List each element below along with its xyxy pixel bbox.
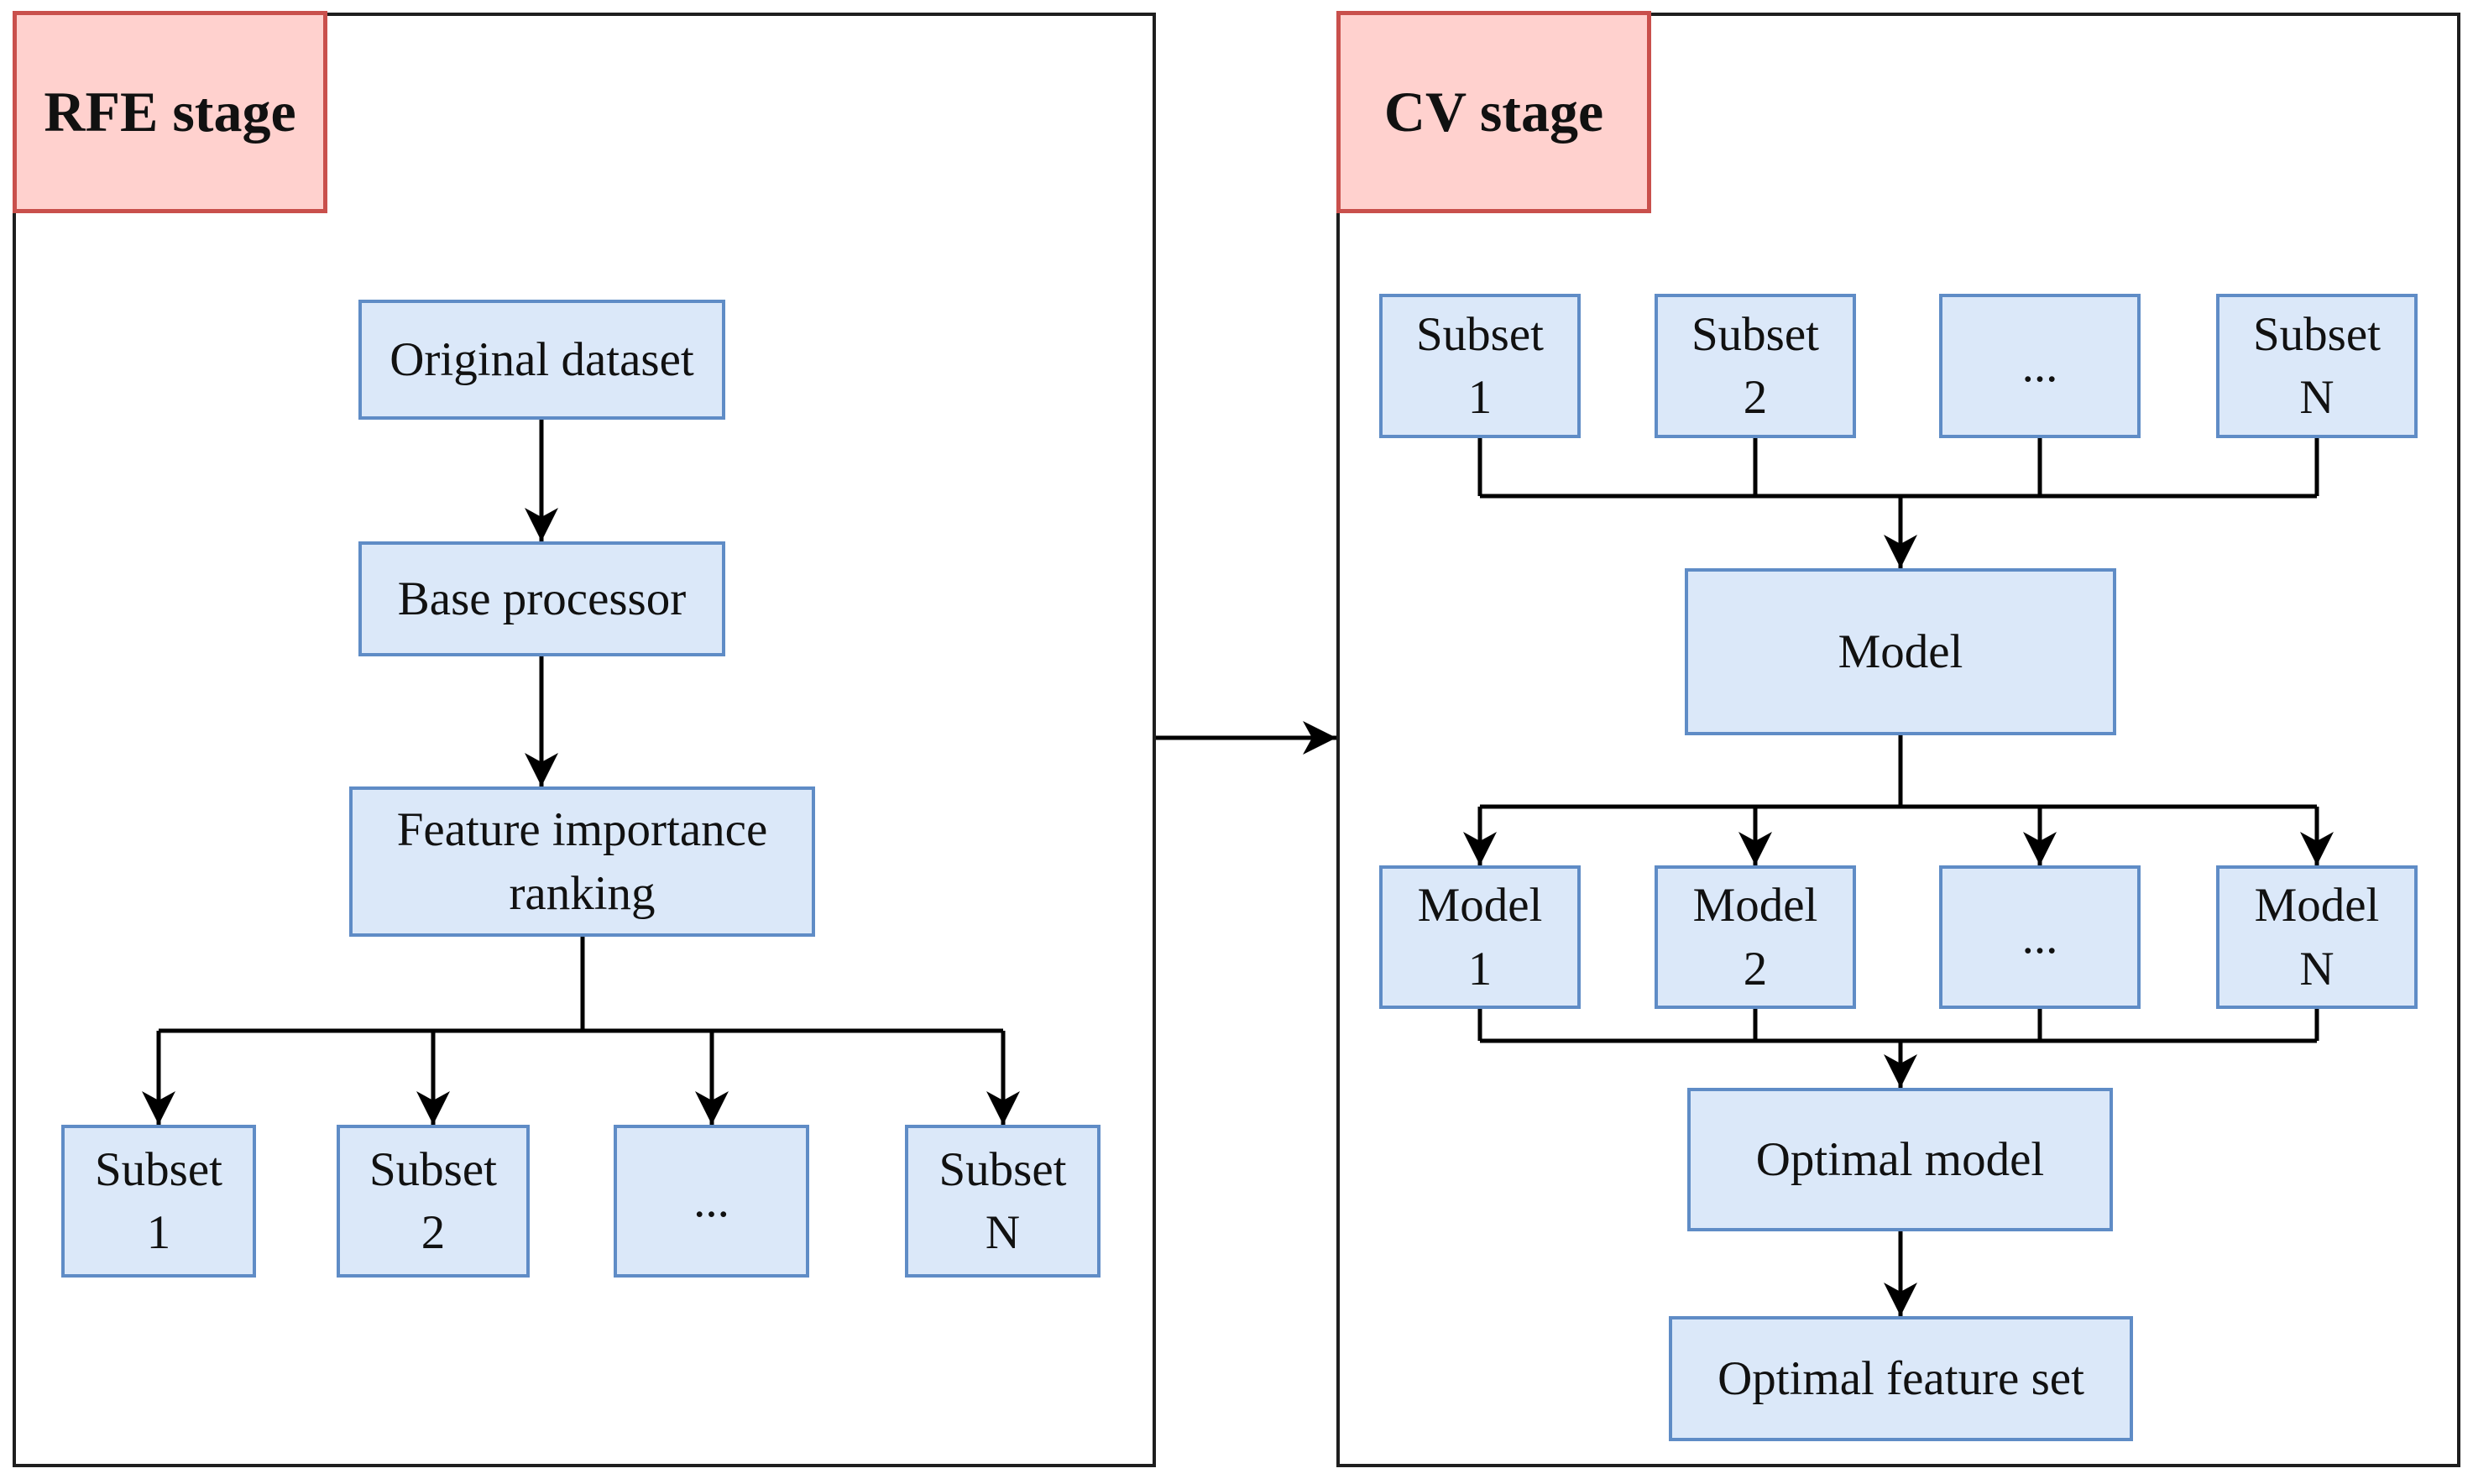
node-label-line2: 2 [1743,371,1768,424]
merge-line-subsets [1477,438,2319,499]
rfe-stage-label-text: RFE stage [44,80,296,144]
node-label-line1: Model [1692,879,1818,933]
node-label-line1: Model [2254,879,2380,933]
node-label: ... [2021,339,2058,393]
node-label-line1: Subset [1415,307,1545,361]
node-base-processor: Base processor [358,541,725,656]
rfe-stage-label: RFE stage [13,11,327,213]
cv-stage-label-text: CV stage [1383,80,1604,144]
node-label: ... [2021,910,2058,964]
node-rfe-subset-1: Subset 1 [61,1125,256,1278]
rfe-panel [13,13,1156,1467]
node-label: Feature importance ranking [396,803,768,920]
node-label-line2: N [2299,371,2334,424]
node-label: Optimal feature set [1718,1351,2084,1405]
node-optimal-model: Optimal model [1687,1088,2113,1231]
node-cv-subset-ellipsis: ... [1939,294,2141,438]
node-cv-subset-2: Subset 2 [1655,294,1856,438]
node-label-line2: 1 [1467,371,1493,424]
node-original-dataset: Original dataset [358,300,725,420]
node-model-2: Model 2 [1655,865,1856,1009]
node-rfe-subset-n: Subset N [905,1125,1101,1278]
node-label: ... [693,1174,729,1228]
node-model-1: Model 1 [1379,865,1581,1009]
merge-line-models [1477,1009,2319,1043]
node-cv-subset-1: Subset 1 [1379,294,1581,438]
node-label-line2: 1 [1467,942,1493,995]
node-model: Model [1685,568,2116,735]
node-label-line2: 2 [421,1206,446,1259]
split-line-model [1480,735,2317,809]
branch-line-feature-to-subsets [159,937,1003,1033]
node-label-line1: Subset [1691,307,1820,361]
node-label-line1: Subset [938,1142,1067,1196]
node-label: Model [1838,624,1963,678]
node-model-n: Model N [2216,865,2418,1009]
node-optimal-feature-set: Optimal feature set [1669,1316,2133,1441]
node-label-line1: Subset [94,1142,223,1196]
node-label: Optimal model [1755,1132,2045,1186]
node-label-line2: 1 [146,1206,171,1259]
node-model-ellipsis: ... [1939,865,2141,1009]
node-cv-subset-n: Subset N [2216,294,2418,438]
node-label-line1: Subset [2252,307,2382,361]
node-rfe-subset-ellipsis: ... [614,1125,809,1278]
node-rfe-subset-2: Subset 2 [337,1125,530,1278]
cv-panel [1336,13,2460,1467]
node-label-line1: Subset [369,1142,498,1196]
node-label-line1: Model [1417,879,1543,933]
cv-stage-label: CV stage [1336,11,1651,213]
node-label-line2: N [985,1206,1021,1259]
node-label: Original dataset [390,332,694,386]
node-feature-importance-ranking: Feature importance ranking [349,786,815,937]
node-label-line2: N [2299,942,2334,995]
node-label: Base processor [397,572,687,625]
node-label-line2: 2 [1743,942,1768,995]
